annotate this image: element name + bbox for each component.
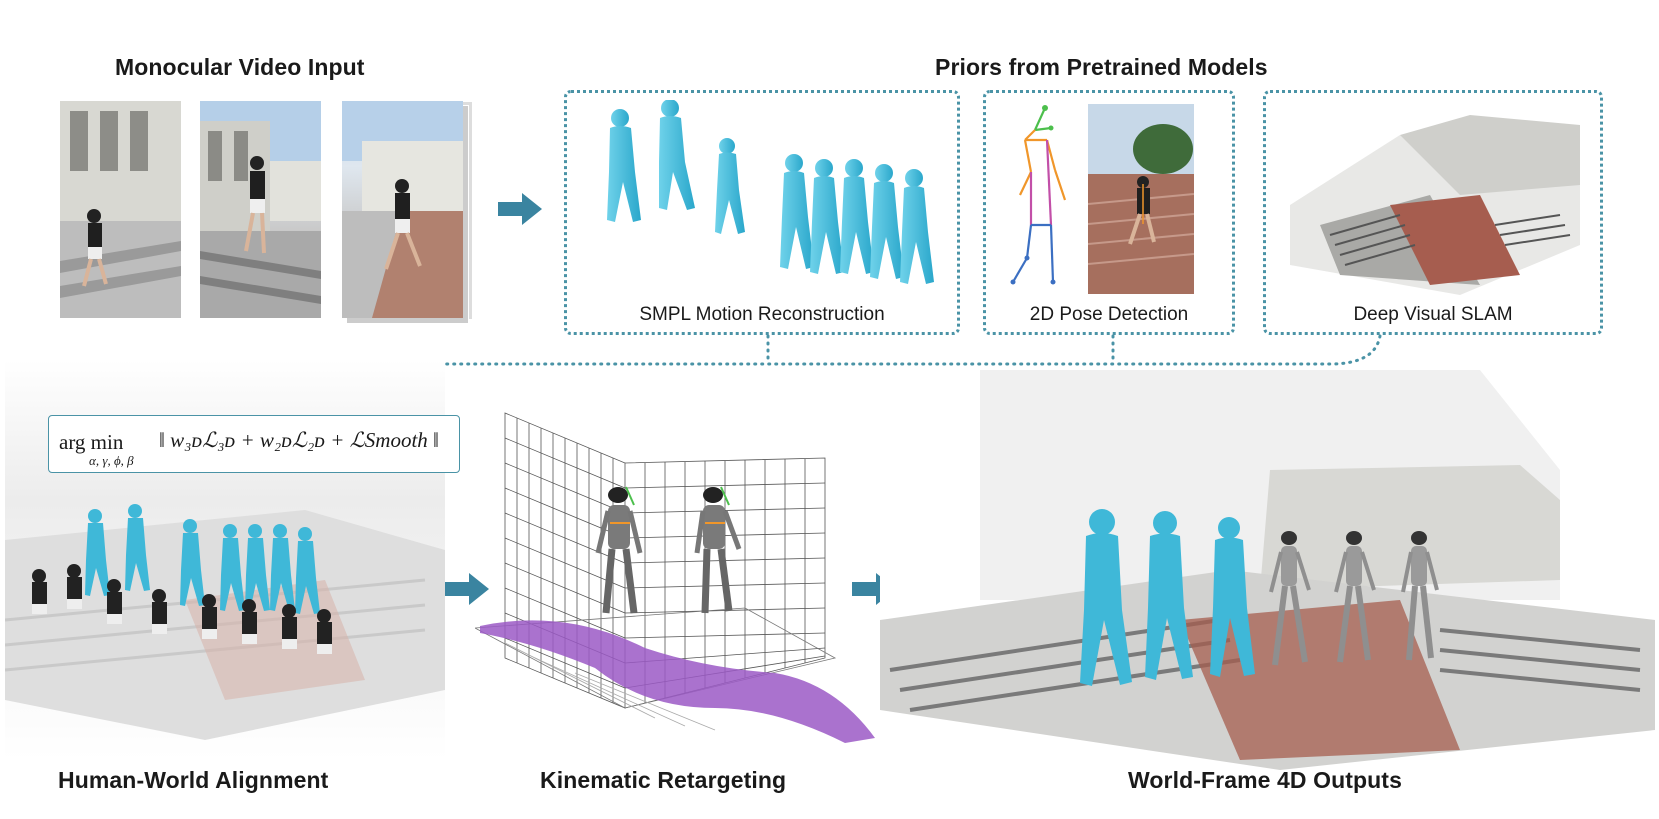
formula-subscript: α, γ, ϕ, β [89,453,134,468]
pose2d-skeleton [1010,105,1067,285]
pose2d-photo-scene [1088,104,1194,294]
frame-1-scene [60,101,181,318]
heading-outputs: World-Frame 4D Outputs [1128,767,1402,793]
pose2d-photo [1088,104,1194,294]
panel-smpl-box [564,90,960,335]
label-pose2d: 2D Pose Detection [1029,304,1189,325]
panel-slam-box [1263,90,1603,335]
smpl-motion-figures [607,100,934,284]
heading-retargeting: Kinematic Retargeting [540,767,787,793]
video-frame-3 [342,101,463,318]
world-outputs-scene [880,370,1655,770]
heading-human-world: Human-World Alignment [58,767,329,793]
label-smpl: SMPL Motion Reconstruction [639,304,885,325]
formula-expression: ‖ w₃ᴅℒ₃ᴅ + w₂ᴅℒ₂ᴅ + ℒSmooth ‖ [159,428,439,452]
arrow-to-priors [498,193,542,225]
panel-pose2d-box [983,90,1235,335]
formula-argmin: arg min [59,430,124,454]
heading-monocular-input: Monocular Video Input [115,54,365,80]
optimization-formula: arg min α, γ, ϕ, β ‖ w₃ᴅℒ₃ᴅ + w₂ᴅℒ₂ᴅ + ℒ… [48,415,460,473]
frame-3-scene [342,101,463,318]
heading-priors: Priors from Pretrained Models [935,54,1268,80]
retargeting-scene [475,412,875,743]
frame-2-scene [200,101,321,318]
video-frame-2 [200,101,321,318]
slam-point-cloud [1290,115,1580,295]
video-frame-1 [60,101,181,318]
label-slam: Deep Visual SLAM [1353,304,1513,325]
arrow-to-retargeting [445,573,489,605]
